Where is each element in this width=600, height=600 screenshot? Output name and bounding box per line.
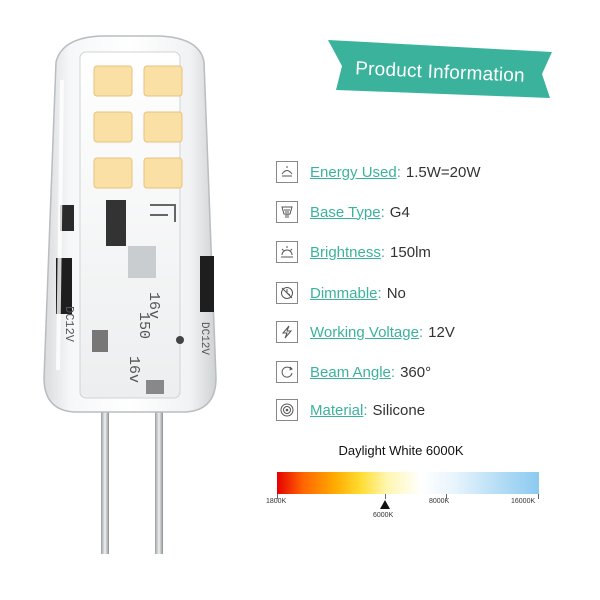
led-chip (93, 65, 133, 97)
scale-label-8000k: 8000K (429, 498, 450, 505)
spec-row-brightness: Brightness: 150lm (276, 240, 431, 264)
spec-row-base: Base Type: G4 (276, 200, 410, 224)
base-icon (276, 201, 298, 223)
body-highlight (56, 79, 64, 371)
led-chip (143, 157, 183, 189)
spec-row-material: Material: Silicone (276, 398, 425, 422)
bulb-print-text: 16v (125, 356, 142, 383)
brightness-icon (276, 241, 298, 263)
spec-value: No (386, 284, 406, 302)
spec-value: 12V (428, 323, 455, 341)
scale-tick (385, 494, 386, 499)
spec-row-energy: Energy Used: 1.5W=20W (276, 160, 481, 184)
spec-label: Brightness (310, 243, 381, 261)
spec-label: Working Voltage (310, 323, 419, 341)
led-chip (143, 65, 183, 97)
color-temp-gradient-bar (277, 472, 539, 494)
scale-tick (277, 494, 278, 499)
scale-tick (538, 494, 539, 499)
spec-label: Energy Used (310, 163, 397, 181)
dimmable-icon (276, 282, 298, 304)
chip-component (176, 336, 184, 344)
scale-tick (446, 494, 447, 499)
spec-value: 150lm (390, 243, 431, 261)
led-bulb-image: 16v 150 16v DC12V DC12V (43, 35, 217, 554)
spec-label: Base Type (310, 203, 381, 221)
spec-row-dimmable: Dimmable: No (276, 281, 406, 305)
board-trace (150, 204, 176, 222)
spec-label: Dimmable (310, 284, 378, 302)
bulb-print-text: DC12V (198, 322, 210, 355)
led-chip (93, 111, 133, 143)
spec-row-beam-angle: Beam Angle: 360° (276, 360, 431, 384)
scale-label-1800k: 1800K (266, 498, 287, 505)
spec-value: Silicone (372, 401, 426, 419)
led-chip (143, 111, 183, 143)
bulb-print-text: 150 (135, 312, 152, 339)
spec-value: 1.5W=20W (405, 163, 481, 181)
scale-pointer-icon (380, 500, 390, 509)
bulb-pin-left (101, 398, 109, 554)
energy-icon (276, 161, 298, 183)
bulb-print-text: 16v (145, 292, 162, 319)
color-temp-title: Daylight White 6000K (338, 443, 464, 458)
spec-label: Material (310, 401, 364, 419)
led-chips (93, 65, 183, 189)
chip-component (106, 200, 126, 246)
product-info-banner (328, 40, 552, 98)
beam-angle-icon (276, 361, 298, 383)
spec-value: 360° (400, 363, 432, 381)
chip-component (128, 246, 156, 278)
led-chip (93, 157, 133, 189)
material-icon (276, 399, 298, 421)
chip-component (146, 380, 164, 394)
chip-component (60, 205, 74, 231)
chip-component (200, 256, 214, 312)
scale-label-16000k: 16000K (511, 498, 536, 505)
bulb-pin-right (155, 398, 163, 554)
bulb-print-text: DC12V (62, 306, 76, 343)
spec-value: G4 (389, 203, 410, 221)
spec-row-voltage: Working Voltage: 12V (276, 320, 455, 344)
chip-component (92, 330, 108, 352)
scale-label-6000k: 6000K (373, 512, 394, 519)
voltage-icon (276, 321, 298, 343)
spec-label: Beam Angle (310, 363, 391, 381)
